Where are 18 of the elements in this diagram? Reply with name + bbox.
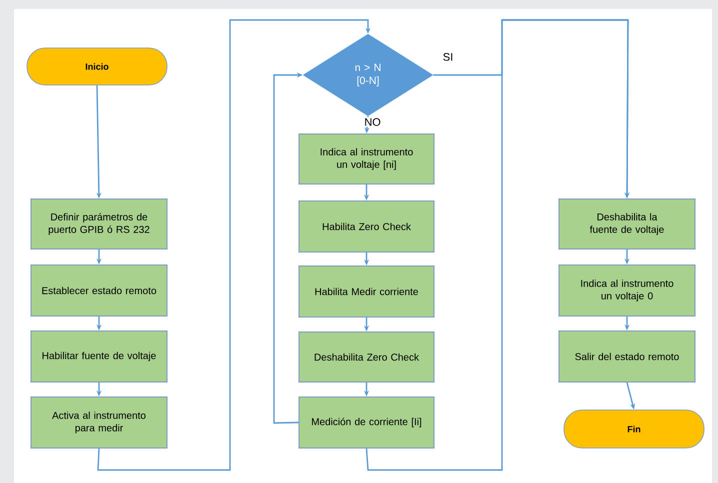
process-box: Establecer estado remoto: [30, 264, 168, 316]
process-box: Definir parámetros de puerto GPIB ó RS 232: [30, 198, 168, 250]
terminal-pill: Inicio: [26, 48, 168, 86]
terminal-pill: Fin: [564, 410, 704, 448]
process-box: Indica al instrumento un voltaje 0: [558, 264, 696, 316]
process-box: Medición de corriente [Ii]: [298, 396, 434, 448]
arrow: [366, 19, 630, 471]
process-box: Indica al instrumento un voltaje [ni]: [298, 134, 434, 184]
edge-label: NO: [363, 117, 382, 127]
process-box: Activa al instrumento para medir: [30, 396, 168, 448]
arrow: [97, 19, 371, 471]
process-box: Habilitar fuente de voltaje: [30, 330, 168, 382]
process-box: Deshabilita Zero Check: [298, 332, 434, 382]
process-box: Salir del estado remoto: [558, 330, 696, 382]
edge-label: SI: [442, 52, 454, 62]
process-box: Deshabilita la fuente de voltaje: [558, 198, 696, 250]
process-box: Habilita Zero Check: [298, 200, 434, 252]
process-box: Habilita Medir corriente: [298, 266, 434, 318]
